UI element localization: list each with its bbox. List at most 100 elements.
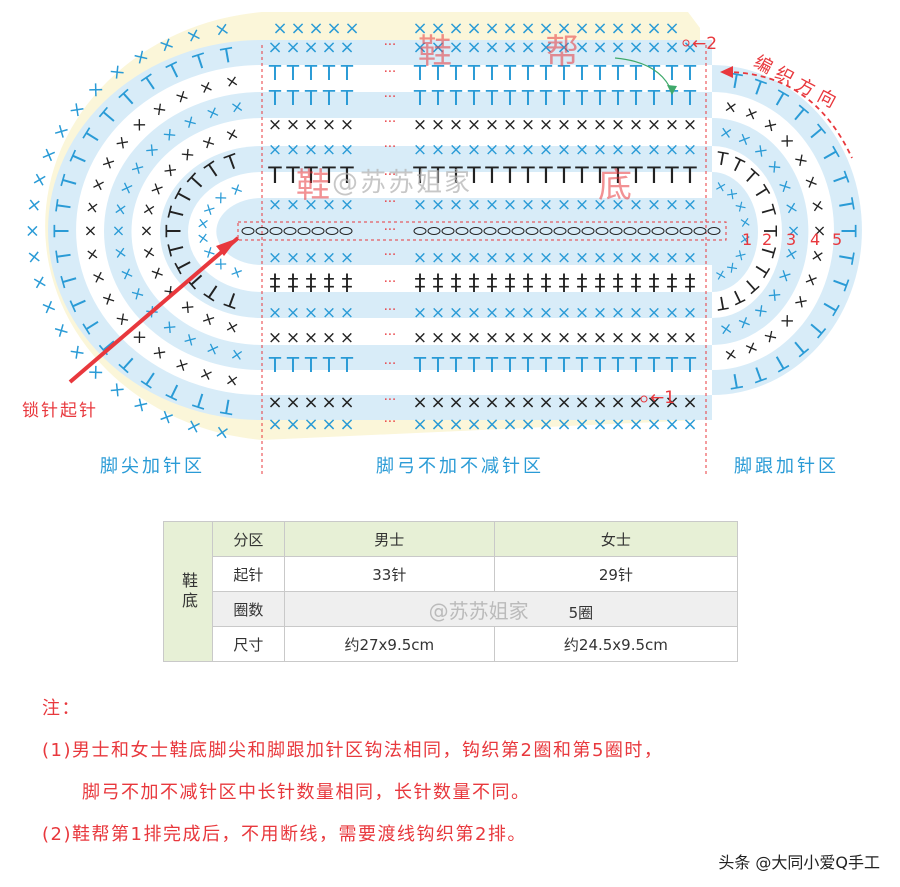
stitch: ‡ — [469, 271, 480, 296]
stitch: T — [413, 86, 427, 110]
stitch: × — [448, 392, 463, 413]
stitch: × — [521, 303, 535, 323]
ring-stitch: × — [136, 224, 155, 237]
stitch: × — [575, 303, 589, 323]
ring-stitch: × — [223, 123, 241, 145]
stitch: T — [556, 164, 571, 189]
chain-stitch — [511, 227, 525, 235]
ring-stitch: × — [197, 364, 216, 386]
round-number-4: 4 — [810, 230, 821, 249]
stitch: × — [647, 195, 661, 215]
stitch: × — [339, 37, 354, 58]
stitch: × — [326, 18, 341, 39]
row-ellipsis: ··· — [384, 140, 396, 155]
stitch: × — [449, 248, 463, 268]
round-number-2: 2 — [762, 230, 773, 249]
stitch: T — [611, 86, 625, 110]
stitch: × — [628, 392, 643, 413]
stitch: × — [322, 195, 336, 215]
stitch: ‡ — [559, 271, 570, 296]
stitch: × — [539, 115, 553, 135]
stitch: ‡ — [685, 271, 696, 296]
stitch: × — [647, 248, 661, 268]
stitch: × — [502, 18, 517, 39]
ring-stitch: × — [781, 245, 803, 262]
stitch: × — [267, 392, 282, 413]
stitch: T — [466, 164, 481, 189]
stitch: T — [304, 61, 318, 85]
stitch: × — [575, 328, 589, 348]
stitch: × — [539, 328, 553, 348]
stitch: × — [412, 18, 427, 39]
stitch: ‡ — [415, 271, 426, 296]
stitch: × — [556, 414, 571, 435]
stitch: × — [611, 195, 625, 215]
stitch: T — [574, 164, 589, 189]
stitch: × — [431, 115, 445, 135]
stitch: × — [556, 392, 571, 413]
ring-stitch: × — [718, 122, 735, 143]
ring-stitch: × — [138, 201, 159, 218]
chain-stitch — [241, 227, 255, 235]
stitch: T — [413, 61, 427, 85]
stitch: × — [592, 392, 607, 413]
row-ellipsis: ··· — [384, 275, 396, 290]
stitch: × — [646, 392, 661, 413]
stitch: × — [575, 140, 589, 160]
stitch: T — [628, 164, 643, 189]
stitch: × — [412, 414, 427, 435]
ring-stitch: × — [203, 101, 222, 123]
ring-stitch: × — [108, 224, 127, 237]
stitch: × — [629, 140, 643, 160]
ring-stitch: × — [110, 245, 131, 262]
start-pointer — [68, 236, 240, 384]
stitch: × — [574, 414, 589, 435]
ring-stitch: × — [224, 370, 241, 391]
table-cell: 约24.5x9.5cm — [493, 626, 739, 662]
header-women: 女士 — [493, 521, 739, 557]
stitch: × — [502, 392, 517, 413]
stitch: T — [683, 86, 697, 110]
stitch: T — [304, 353, 318, 377]
stitch: T — [431, 61, 445, 85]
stitch: × — [647, 115, 661, 135]
stitch: × — [413, 115, 427, 135]
stitch: ‡ — [595, 271, 606, 296]
stitch: × — [413, 303, 427, 323]
stitch: × — [304, 195, 318, 215]
ring-stitch: × — [223, 317, 241, 339]
note-item: (1)男士和女士鞋底脚尖和脚跟加针区钩法相同，钩织第2圈和第5圈时， — [42, 740, 664, 761]
stitch: T — [575, 353, 589, 377]
stitch: T — [485, 353, 499, 377]
chain-stitch — [637, 227, 651, 235]
stitch: × — [593, 115, 607, 135]
stitch: T — [575, 86, 589, 110]
stitch: × — [322, 115, 336, 135]
stitch: × — [267, 37, 282, 58]
stitch: × — [431, 248, 445, 268]
stitch: × — [683, 140, 697, 160]
stitch: × — [485, 328, 499, 348]
stitch: × — [665, 140, 679, 160]
stitch: T — [647, 61, 661, 85]
stitch: × — [304, 115, 318, 135]
stitch: × — [340, 115, 354, 135]
ring-stitch: × — [213, 18, 232, 41]
stitch: × — [308, 18, 323, 39]
stitch: T — [521, 61, 535, 85]
ring-stitch: × — [781, 199, 803, 216]
round-number-5: 5 — [832, 230, 843, 249]
stitch: × — [286, 195, 300, 215]
stitch: × — [339, 392, 354, 413]
stitch: × — [303, 37, 318, 58]
stitch: T — [340, 353, 354, 377]
stitch: T — [682, 164, 697, 189]
ring-stitch: × — [713, 266, 728, 284]
stitch: ‡ — [523, 271, 534, 296]
stitch: × — [628, 37, 643, 58]
stitch: × — [538, 37, 553, 58]
chain-stitch — [441, 227, 455, 235]
stitch: × — [592, 414, 607, 435]
